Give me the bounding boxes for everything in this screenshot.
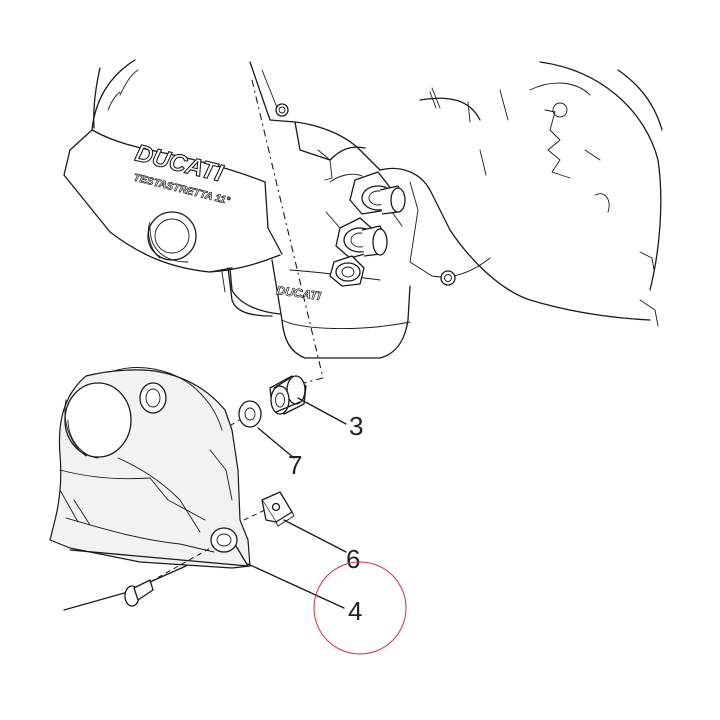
callout-7: 7 bbox=[288, 450, 302, 480]
callout-4: 4 bbox=[348, 596, 362, 626]
highlight-circle bbox=[313, 561, 407, 655]
part-6-clip-nut bbox=[261, 491, 295, 527]
sprocket-cover bbox=[49, 367, 251, 569]
oil-fitting-lower bbox=[329, 255, 365, 287]
callout-6: 6 bbox=[346, 544, 360, 574]
callout-3: 3 bbox=[349, 411, 363, 441]
oil-fitting-upper bbox=[349, 171, 406, 215]
part-7-washer bbox=[238, 400, 262, 428]
ducati-sump-logo: DUCATI bbox=[275, 283, 323, 304]
leader-line-7 bbox=[257, 427, 295, 459]
part-4-screw bbox=[63, 545, 215, 611]
oil-fitting-middle bbox=[335, 217, 388, 259]
leader-line-4 bbox=[247, 563, 345, 609]
brand-sump-text: DUCATI bbox=[276, 283, 323, 303]
ducati-cover-logo: DUCATI TESTASTRETTA 11° bbox=[132, 139, 232, 208]
leader-line-3 bbox=[297, 397, 347, 425]
assembly-axis-vertical bbox=[251, 79, 324, 379]
engine-block: DUCATI TESTASTRETTA 11° DUCATI bbox=[63, 59, 663, 359]
assembly-axis-clip bbox=[243, 509, 266, 521]
part-3-spacer bbox=[269, 375, 307, 415]
leader-line-6 bbox=[283, 519, 347, 553]
